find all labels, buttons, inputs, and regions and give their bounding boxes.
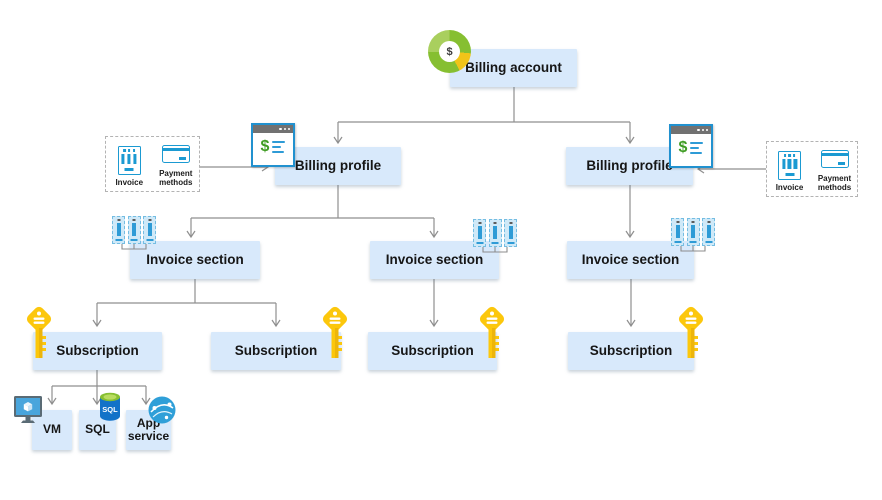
node-subscription-4: Subscription	[568, 332, 694, 370]
window-titlebar	[253, 125, 293, 133]
node-app-service: App service	[126, 410, 171, 450]
node-subscription-1: Subscription	[33, 332, 162, 370]
payment-card-icon	[161, 144, 190, 163]
billing-profile-window-icon: $	[251, 123, 295, 167]
node-invoice-section-2: Invoice section	[370, 241, 499, 279]
connector-section1-to-subs	[97, 279, 276, 304]
sql-database-icon: SQL	[100, 392, 120, 421]
node-label: SQL	[85, 422, 110, 437]
node-label: Billing profile	[586, 158, 673, 174]
connector-sub1-to-resources	[52, 370, 146, 387]
node-label: Invoice section	[146, 252, 244, 268]
node-label: Subscription	[56, 343, 139, 359]
node-invoice-section-3: Invoice section	[567, 241, 694, 279]
group-bracket-icon	[680, 246, 706, 252]
payment-methods-label: Payment methods	[159, 168, 193, 187]
key-icon	[26, 306, 52, 358]
payment-panel-right: Invoice Payment methods	[766, 141, 858, 197]
node-billing-profile-left: Billing profile	[275, 147, 401, 185]
key-icon	[322, 306, 348, 358]
node-label: Invoice section	[385, 252, 484, 268]
node-invoice-section-1: Invoice section	[130, 241, 260, 279]
dollar-glyph: $	[678, 139, 688, 156]
node-label: Billing profile	[294, 158, 382, 174]
app-service-globe-icon	[148, 396, 176, 424]
dollar-glyph: $	[439, 41, 460, 62]
dollar-glyph: $	[260, 138, 270, 155]
group-bracket-icon	[482, 247, 508, 253]
node-label: VM	[43, 422, 61, 437]
list-lines-icon	[272, 140, 286, 154]
node-label: Subscription	[234, 343, 318, 359]
invoice-icon	[117, 145, 141, 175]
invoice-stack-icon	[110, 216, 158, 252]
window-titlebar	[671, 126, 711, 134]
list-lines-icon	[690, 141, 704, 155]
payment-panel-left: Invoice Payment methods	[105, 136, 200, 192]
key-icon	[678, 306, 704, 358]
node-label: Subscription	[391, 343, 474, 359]
payment-methods-label: Payment methods	[817, 173, 852, 192]
key-icon	[479, 306, 505, 358]
billing-account-icon: $	[428, 30, 471, 73]
node-subscription-3: Subscription	[368, 332, 497, 370]
invoice-label: Invoice	[115, 177, 144, 187]
node-label: Invoice section	[581, 252, 680, 268]
payment-card-icon	[820, 149, 849, 168]
node-billing-account: Billing account	[450, 49, 577, 87]
node-label: Billing account	[465, 60, 562, 76]
connector-account-to-profiles	[338, 87, 630, 123]
invoice-stack-icon	[669, 218, 717, 254]
invoice-icon	[778, 150, 801, 180]
sql-icon-label: SQL	[102, 405, 118, 414]
group-bracket-icon	[121, 244, 147, 250]
node-label: Subscription	[589, 343, 673, 359]
vm-monitor-icon	[14, 396, 42, 423]
node-subscription-2: Subscription	[211, 332, 341, 370]
billing-profile-window-icon: $	[669, 124, 713, 168]
invoice-stack-icon	[471, 219, 519, 255]
connector-profile-left-to-sections	[191, 185, 434, 219]
invoice-label: Invoice	[775, 182, 804, 192]
